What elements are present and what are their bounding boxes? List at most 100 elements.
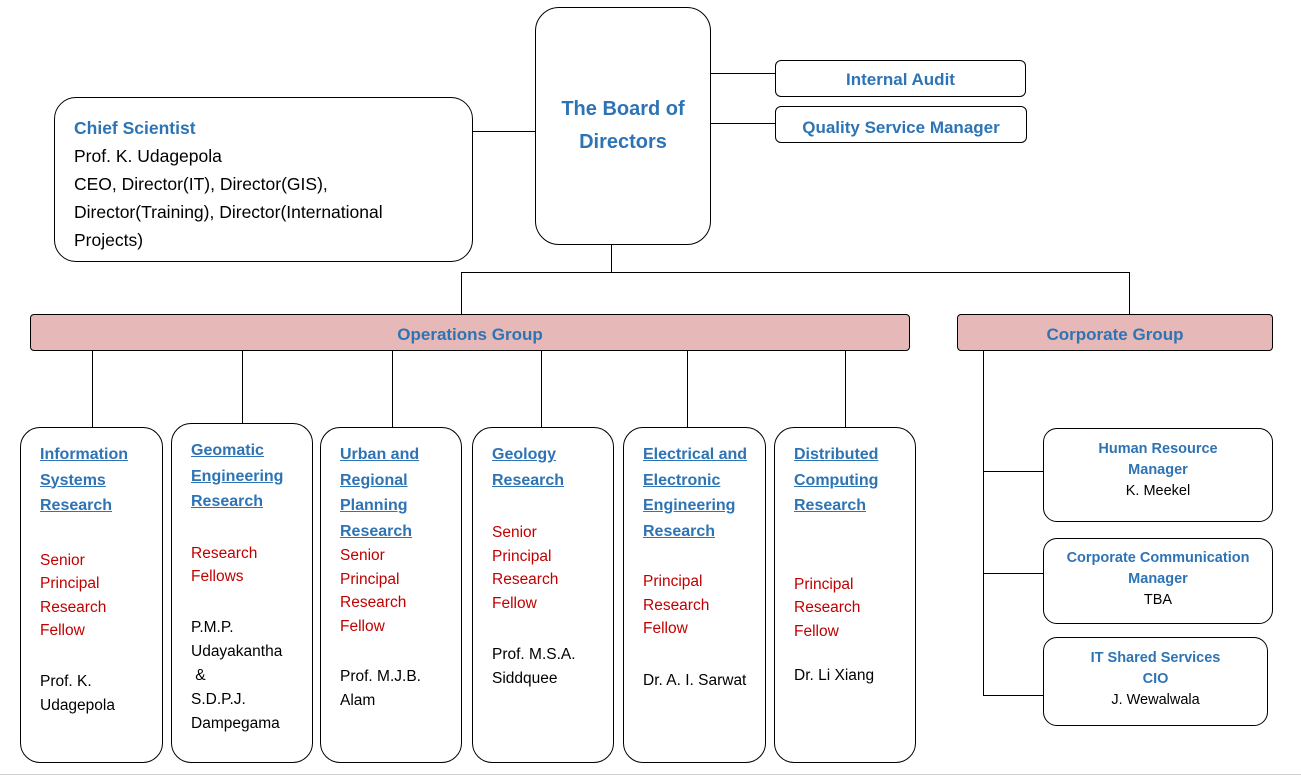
dept-role: Fellows <box>191 568 244 585</box>
dept-role: Principal <box>643 573 703 590</box>
corp-title: Corporate Communication <box>1066 550 1250 566</box>
dept-role: Principal <box>794 575 854 593</box>
corp-human-resource-manager: Human Resource Manager K. Meekel <box>1043 428 1273 522</box>
dept-title: Engineering <box>643 497 736 514</box>
dept-person: Alam <box>340 692 376 709</box>
dept-title: Regional <box>340 471 408 489</box>
operations-group-bar: Operations Group <box>30 314 910 351</box>
dept-title: Urban and <box>340 446 420 463</box>
dept-title: Information <box>40 446 128 463</box>
corporate-group-label: Corporate Group <box>1046 325 1184 344</box>
corp-title: Manager <box>1128 571 1188 587</box>
dept-role: Research <box>40 598 107 616</box>
connector-to-corporate <box>1129 272 1130 314</box>
dept-title: Electronic <box>643 471 721 489</box>
dept-role: Senior <box>40 551 85 569</box>
corp-title: CIO <box>1142 671 1169 687</box>
dept-person: Dr. A. I. Sarwat <box>643 671 747 689</box>
corporate-group-bar: Corporate Group <box>957 314 1273 351</box>
dept-role: Research <box>340 594 407 611</box>
connector-board-audit <box>711 73 775 74</box>
dept-role: Fellow <box>40 622 85 639</box>
dept-role: Fellow <box>643 620 688 637</box>
dept-title: Electrical and <box>643 446 748 463</box>
dept-role: Fellow <box>492 594 537 612</box>
connector-groups-bar <box>461 272 1130 273</box>
dept-role: Research <box>643 596 710 614</box>
connector-ops-dept-6 <box>845 350 846 427</box>
connector-ops-dept-1 <box>92 350 93 427</box>
dept-person: Prof. K. <box>40 672 92 690</box>
dept-title: Research <box>340 522 413 540</box>
bottom-edge <box>0 774 1301 775</box>
connector-corp-comm <box>983 573 1043 574</box>
connector-corp-it <box>983 695 1043 696</box>
chief-scientist-role-line2: Director(Training), Director(Internation… <box>74 202 383 222</box>
dept-electrical-electronic-engineering: Electrical and Electronic Engineering Re… <box>623 427 766 763</box>
connector-board-quality <box>711 123 775 124</box>
dept-distributed-computing: Distributed Computing Research Principal… <box>774 427 916 763</box>
corp-title: Human Resource <box>1098 441 1218 457</box>
dept-title: Engineering <box>191 467 284 485</box>
dept-title: Distributed <box>794 446 879 463</box>
board-of-directors-box: The Board of Directors <box>535 7 711 245</box>
dept-role: Research <box>492 571 559 588</box>
board-title-line2: Directors <box>579 131 667 153</box>
dept-role: Senior <box>492 524 537 541</box>
dept-person: Siddquee <box>492 670 558 687</box>
dept-title: Research <box>794 497 867 514</box>
corp-person: TBA <box>1143 592 1173 608</box>
corp-communication-manager: Corporate Communication Manager TBA <box>1043 538 1273 624</box>
dept-title: Systems <box>40 471 106 489</box>
dept-title: Research <box>492 471 565 489</box>
connector-ops-dept-2 <box>242 350 243 423</box>
dept-role: Principal <box>492 547 552 565</box>
operations-group-label: Operations Group <box>397 325 543 344</box>
dept-title: Research <box>40 497 113 514</box>
dept-person: Prof. M.J.B. <box>340 668 421 685</box>
dept-title: Research <box>191 493 264 510</box>
dept-role: Fellow <box>340 617 385 635</box>
dept-person: Dampegama <box>191 714 280 732</box>
chief-scientist-name: Prof. K. Udagepola <box>74 146 222 166</box>
connector-ops-dept-4 <box>541 350 542 427</box>
dept-title: Computing <box>794 471 879 489</box>
dept-urban-regional-planning: Urban and Regional Planning Research Sen… <box>320 427 462 763</box>
corp-it-shared-services: IT Shared Services CIO J. Wewalwala <box>1043 637 1268 726</box>
connector-to-operations <box>461 272 462 314</box>
dept-geomatic-engineering: Geomatic Engineering Research Research F… <box>171 423 313 763</box>
internal-audit-box: Internal Audit <box>775 60 1026 97</box>
dept-information-systems: Information Systems Research Senior Prin… <box>20 427 163 763</box>
corp-title: Manager <box>1128 462 1188 478</box>
dept-person: S.D.P.J. <box>191 690 246 708</box>
dept-person: P.M.P. <box>191 618 234 636</box>
board-title-line1: The Board of <box>561 98 685 120</box>
dept-role: Research <box>794 599 861 616</box>
dept-geology: Geology Research Senior Principal Resear… <box>472 427 614 763</box>
dept-title: Planning <box>340 497 408 514</box>
internal-audit-label: Internal Audit <box>846 70 955 89</box>
dept-person: Udayakantha <box>191 642 283 660</box>
quality-service-manager-label: Quality Service Manager <box>802 118 1000 137</box>
dept-person: Udagepola <box>40 696 115 714</box>
dept-title: Research <box>643 522 716 540</box>
chief-scientist-box: Chief Scientist Prof. K. Udagepola CEO, … <box>54 97 473 262</box>
dept-role: Fellow <box>794 622 839 640</box>
quality-service-manager-box: Quality Service Manager <box>775 106 1027 143</box>
dept-person: & <box>191 666 206 684</box>
corp-person: K. Meekel <box>1125 483 1191 499</box>
connector-ops-dept-3 <box>392 350 393 427</box>
dept-person: Prof. M.S.A. <box>492 646 576 663</box>
connector-ops-dept-5 <box>687 350 688 427</box>
corp-person: J. Wewalwala <box>1111 692 1200 708</box>
chief-scientist-role-line3: Projects) <box>74 230 144 250</box>
dept-role: Senior <box>340 547 385 564</box>
dept-title: Geology <box>492 446 557 463</box>
corp-title: IT Shared Services <box>1090 650 1221 666</box>
connector-chief-board <box>473 131 535 132</box>
connector-corp-hr <box>983 471 1043 472</box>
dept-title: Geomatic <box>191 442 264 459</box>
dept-person: Dr. Li Xiang <box>794 667 875 684</box>
chief-scientist-role-line1: CEO, Director(IT), Director(GIS), <box>74 174 328 194</box>
dept-role: Principal <box>40 575 100 592</box>
